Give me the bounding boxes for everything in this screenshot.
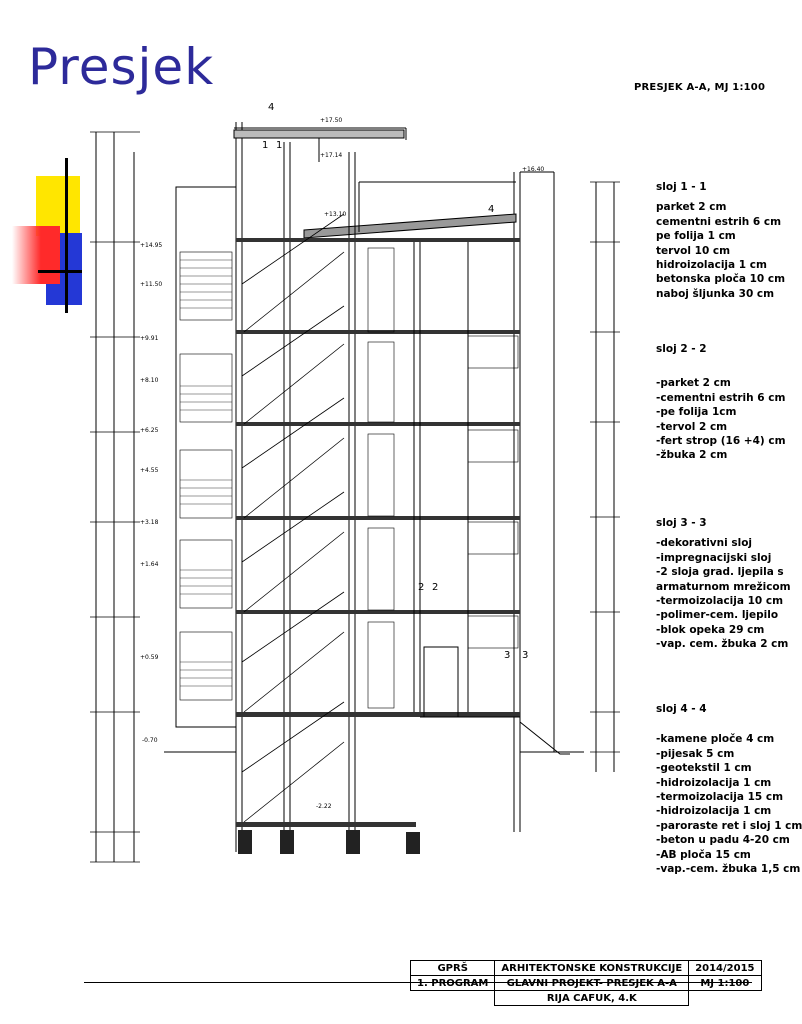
level-label: +0.59 [140, 654, 159, 661]
drawing-header: PRESJEK A-A, MJ 1:100 [634, 82, 766, 93]
layer-item: -tervol 2 cm [656, 420, 728, 433]
layer-item: -parket 2 cm [656, 377, 731, 390]
layer-item: pe folija 1 cm [656, 230, 736, 243]
layer-group-2: sloj 2 - 2 -parket 2 cm -cementni estrih… [656, 342, 786, 463]
layer-title: sloj 1 - 1 [656, 181, 707, 193]
layer-group-3: sloj 3 - 3 -dekorativni sloj -impregnaci… [656, 516, 791, 652]
level-label: +8.10 [140, 377, 159, 384]
layer-title: sloj 3 - 3 [656, 517, 707, 529]
layer-item: -2 sloja grad. ljepila s [656, 566, 784, 579]
layer-item: -dekorativni sloj [656, 537, 753, 550]
layer-item: cementni estrih 6 cm [656, 215, 782, 228]
section-mark: 1 [262, 140, 268, 151]
layer-item: -pe folija 1cm [656, 406, 737, 419]
section-mark: 4 [268, 102, 274, 113]
layer-item: -AB ploča 15 cm [656, 848, 751, 861]
level-label: +3.18 [140, 519, 159, 526]
layer-item: naboj šljunka 30 cm [656, 287, 775, 300]
layer-item: tervol 10 cm [656, 244, 731, 257]
level-label: +17.50 [320, 117, 342, 124]
layer-item: -termoizolacija 10 cm [656, 595, 784, 608]
section-mark: 2 [418, 582, 424, 593]
title-block-year: 2014/2015 [688, 960, 762, 976]
section-mark: 4 [488, 204, 494, 215]
layer-item: -kamene ploče 4 cm [656, 733, 775, 746]
layer-item: -žbuka 2 cm [656, 449, 728, 462]
layer-group-4: sloj 4 - 4 -kamene ploče 4 cm -pijesak 5… [656, 702, 802, 876]
layer-item: -fert strop (16 +4) cm [656, 435, 786, 448]
level-label: +13.10 [324, 211, 346, 218]
layer-item: parket 2 cm [656, 201, 727, 214]
level-label: +4.55 [140, 467, 159, 474]
layer-title: sloj 4 - 4 [656, 703, 707, 715]
layer-item: -impregnacijski sloj [656, 551, 772, 564]
title-block-school: GPRŠ [409, 960, 496, 976]
title-block-author: RIJA CAFUK, 4.K [494, 990, 690, 1006]
level-label: +14.95 [140, 242, 162, 249]
title-block-sheet: GLAVNI PROJEKT- PRESJEK A-A [494, 975, 690, 991]
decor-red-square [12, 226, 60, 284]
section-mark: 2 [432, 582, 438, 593]
title-block-scale: MJ 1:100 [688, 975, 762, 991]
layer-item: -beton u padu 4-20 cm [656, 834, 790, 847]
title-block: GPRŠ ARHITEKTONSKE KONSTRUKCIJE 2014/201… [409, 960, 762, 1006]
layer-group-1: sloj 1 - 1 parket 2 cm cementni estrih 6… [656, 180, 786, 301]
level-label: -2.22 [316, 803, 332, 810]
level-label: +6.25 [140, 427, 159, 434]
level-label: +16.40 [522, 166, 544, 173]
level-label: +17.14 [320, 152, 342, 159]
layer-item: -paroraste ret i sloj 1 cm [656, 819, 802, 832]
slide-title: Presjek [28, 38, 215, 96]
layer-item: -termoizolacija 15 cm [656, 791, 784, 804]
section-mark: 3 [522, 650, 528, 661]
layer-item: -blok opeka 29 cm [656, 623, 765, 636]
layer-item: betonska ploča 10 cm [656, 273, 786, 286]
title-block-subject: ARHITEKTONSKE KONSTRUKCIJE [494, 960, 690, 976]
layer-item: -pijesak 5 cm [656, 747, 735, 760]
section-drawing: +17.50 +17.14 +16.40 +14.95 +13.10 +11.5… [90, 102, 620, 863]
level-label: -0.70 [142, 737, 158, 744]
bottom-divider [84, 982, 752, 983]
layer-title: sloj 2 - 2 [656, 343, 707, 355]
layer-item: -vap.-cem. žbuka 1,5 cm [656, 863, 801, 876]
layer-item: -polimer-cem. ljepilo [656, 609, 779, 622]
decor-vertical-line [65, 158, 68, 313]
level-label: +9.91 [140, 335, 159, 342]
layer-item: hidroizolacija 1 cm [656, 259, 767, 272]
layer-item: -hidroizolacija 1 cm [656, 776, 772, 789]
layer-item: -geotekstil 1 cm [656, 762, 752, 775]
section-mark: 1 [276, 140, 282, 151]
title-block-program: 1. PROGRAM [409, 975, 496, 991]
decor-horizontal-line [38, 270, 82, 273]
layer-item: -cementni estrih 6 cm [656, 391, 786, 404]
section-mark: 3 [504, 650, 510, 661]
layer-item: armaturnom mrežicom [656, 580, 791, 593]
layer-item: -hidroizolacija 1 cm [656, 805, 772, 818]
level-label: +1.64 [140, 561, 159, 568]
level-label: +11.50 [140, 281, 162, 288]
layer-item: -vap. cem. žbuka 2 cm [656, 638, 789, 651]
